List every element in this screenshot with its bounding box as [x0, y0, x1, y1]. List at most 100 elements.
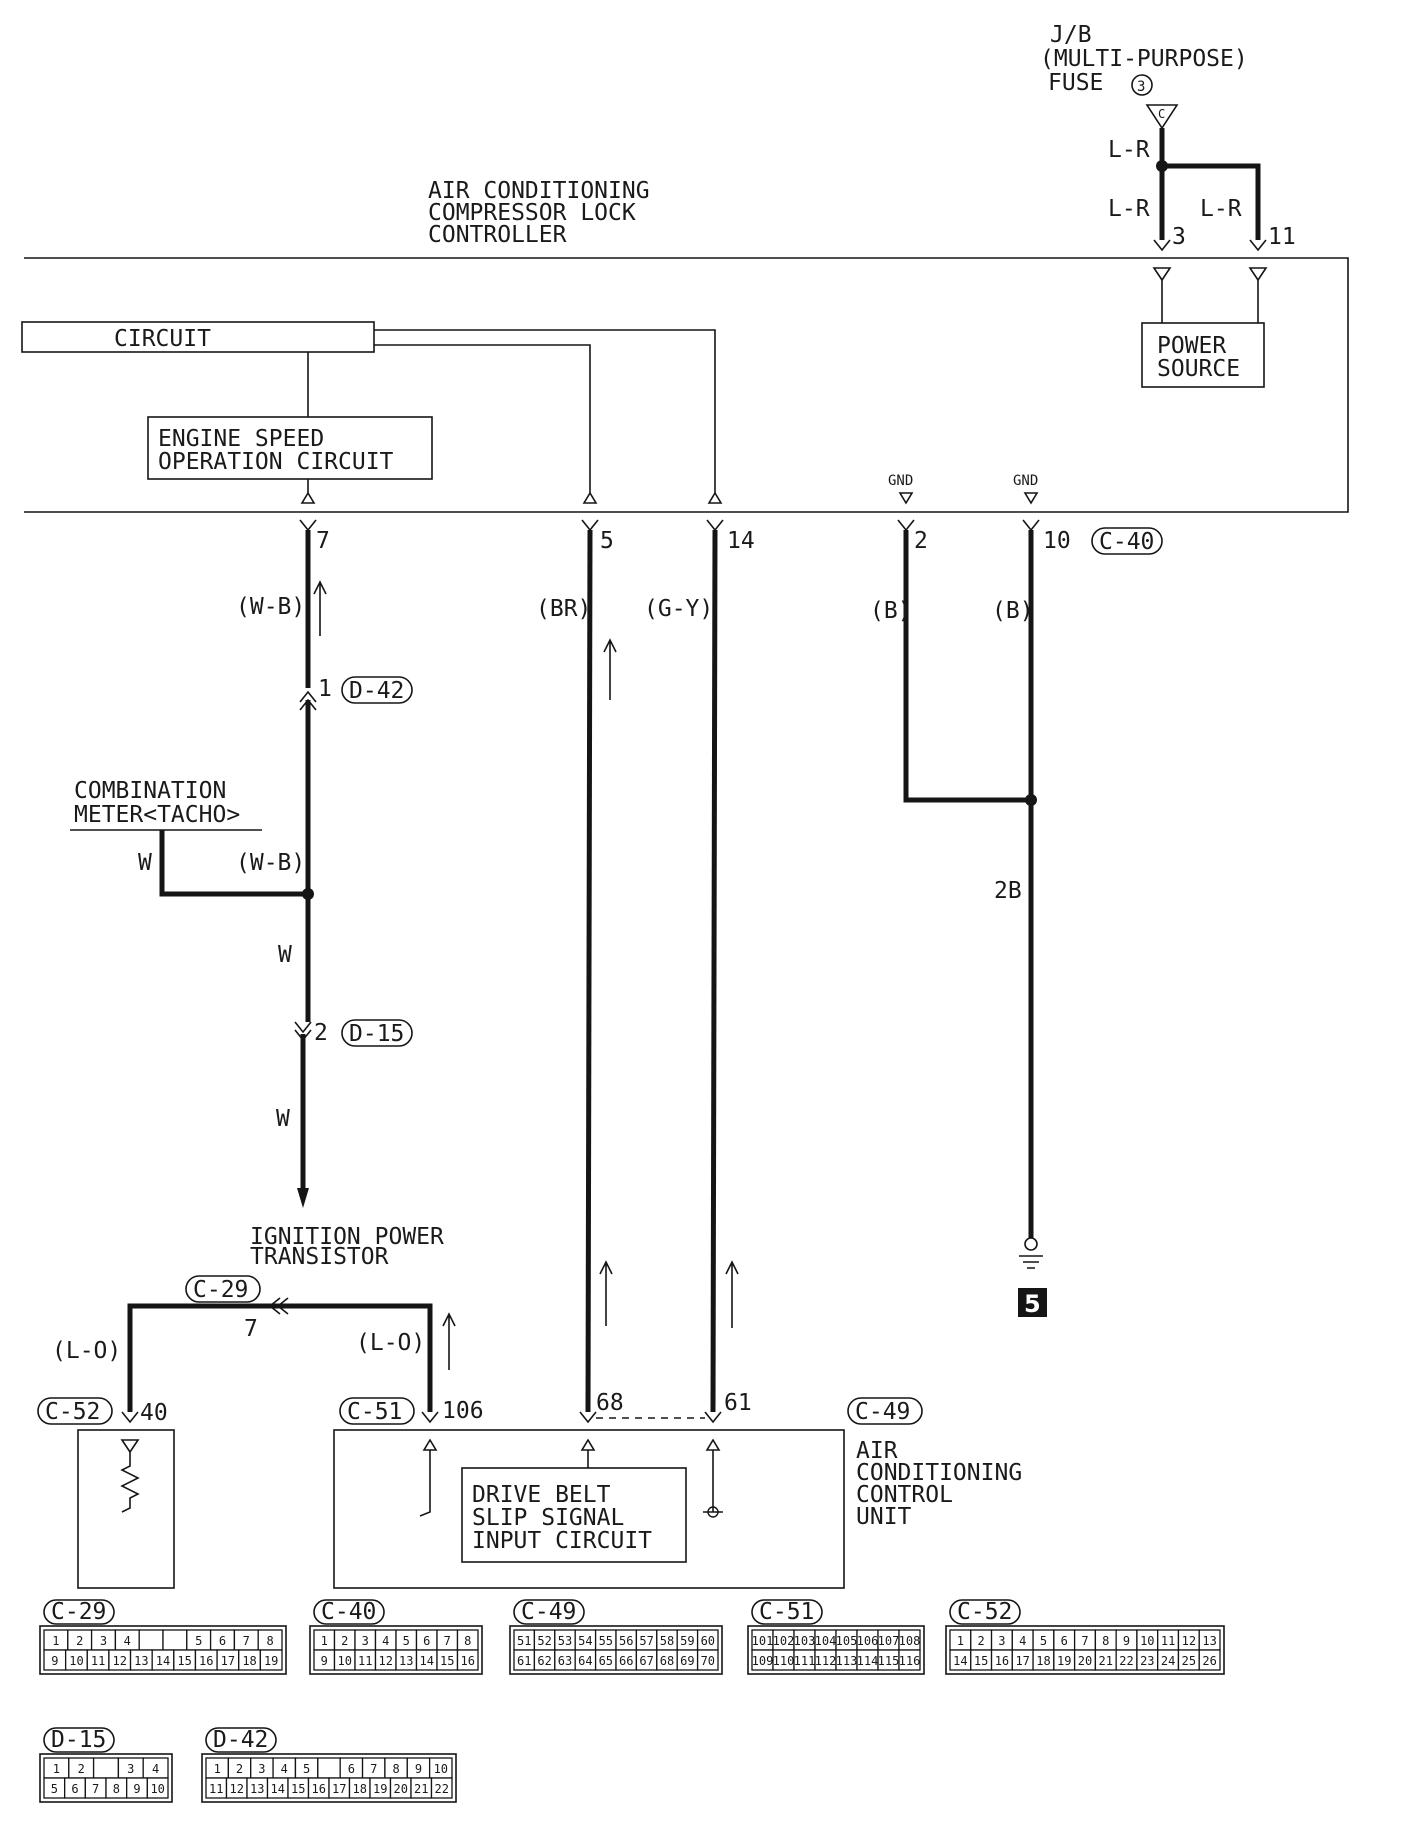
circuit-line-14 [374, 329, 716, 493]
jb-fuse-number: 3 [1137, 79, 1145, 95]
wire-lo [127, 1303, 433, 1412]
ground-ref-number: 5 [1024, 1290, 1041, 1318]
jb-line2: (MULTI-PURPOSE) [1040, 46, 1248, 72]
c40-pin-5 [581, 519, 599, 532]
wire-color-w1: W [138, 850, 152, 876]
c29-connector-mark [268, 1297, 289, 1315]
legend-cell-label: 67 [639, 1654, 653, 1668]
legend-id: C-29 [51, 1599, 106, 1625]
unit-pin-106-lead [419, 1450, 431, 1517]
c51-pin-mark [421, 1411, 439, 1424]
legend-cell-label: 3 [127, 1762, 134, 1776]
legend-cell-label: 16 [995, 1654, 1009, 1668]
legend-cell-label: 2 [236, 1762, 243, 1776]
legend-cell-label: 113 [836, 1654, 858, 1668]
wire-color-wb2: (W-B) [236, 850, 305, 876]
legend-cell-label: 101 [752, 1634, 774, 1648]
junction-dot-combo [302, 888, 314, 900]
legend-cell-label: 9 [415, 1762, 422, 1776]
ac-unit-line4: UNIT [856, 1504, 912, 1530]
legend-cell-label: 109 [752, 1654, 774, 1668]
legend-cell [138, 1629, 164, 1651]
legend-id: D-15 [51, 1727, 106, 1753]
legend-cell [317, 1757, 341, 1779]
flow-arrow-106 [442, 1312, 456, 1370]
legend-cell-label: 56 [619, 1634, 633, 1648]
c52-internal-triangle [120, 1439, 140, 1454]
legend-cell-label: 9 [321, 1654, 328, 1668]
legend-outline [309, 1625, 483, 1675]
legend-cell-label: 4 [124, 1634, 131, 1648]
pin-68-label: 68 [596, 1390, 624, 1416]
legend-cell-label: 5 [303, 1762, 310, 1776]
legend-cell [92, 1757, 120, 1779]
legend-cell-label: 9 [51, 1654, 58, 1668]
power-source-box [1141, 322, 1265, 388]
legend-cell-label: 20 [1078, 1654, 1092, 1668]
circuit-label: CIRCUIT [114, 326, 211, 352]
flow-arrow-14-lower [725, 1260, 739, 1328]
legend-id: C-51 [759, 1599, 814, 1625]
legend-cell-label: 2 [341, 1634, 348, 1648]
legend-cell-label: 104 [815, 1634, 837, 1648]
legend-cell-label: 6 [348, 1762, 355, 1776]
resistor-symbol [120, 1452, 140, 1513]
pin-5-label: 5 [600, 528, 614, 554]
legend-cell [259, 1649, 283, 1671]
engine-speed-line1: ENGINE SPEED [158, 426, 324, 452]
legend-cell-label: 17 [221, 1654, 235, 1668]
legend-cell-label: 10 [338, 1654, 352, 1668]
legend-cell-label: 111 [794, 1654, 816, 1668]
legend-cell-label: 5 [1040, 1634, 1047, 1648]
legend-cell-label: 2 [76, 1634, 83, 1648]
c40-badge [1091, 527, 1163, 555]
legend-cell-label: 23 [1140, 1654, 1154, 1668]
wire-lr-branch [1162, 163, 1261, 240]
legend-cell-label: 7 [92, 1782, 99, 1796]
power-pin-triangle-11 [1248, 267, 1268, 282]
c40-pin-2 [897, 519, 915, 532]
legend-cell-label: 22 [435, 1782, 449, 1796]
ground-symbol [1019, 1237, 1043, 1269]
legend-cell-label: 19 [1057, 1654, 1071, 1668]
legend-cell-label: 13 [1202, 1634, 1216, 1648]
jb-terminal-letter: C [1158, 107, 1165, 121]
legend-cell-label: 18 [1036, 1654, 1050, 1668]
controller-line1: AIR CONDITIONING [428, 178, 650, 204]
legend-outline [747, 1625, 925, 1675]
pin-1-label: 1 [318, 676, 332, 702]
jb-line3: FUSE [1048, 70, 1103, 96]
ignition-line2: TRANSISTOR [250, 1244, 389, 1270]
gnd-label-2: GND [888, 473, 913, 489]
legend-cell-label: 105 [836, 1634, 858, 1648]
engine-speed-box [147, 416, 433, 480]
ac-unit-line1: AIR [856, 1438, 898, 1464]
legend-cell-label: 62 [537, 1654, 551, 1668]
legend-cell-label: 107 [878, 1634, 900, 1648]
legend-cell-label: 11 [209, 1782, 223, 1796]
legend-badge [313, 1599, 385, 1625]
wire-color-w3: W [276, 1106, 290, 1132]
ignition-arrow-head [297, 1188, 309, 1208]
legend-cell-label: 64 [578, 1654, 592, 1668]
legend-cell-label: 15 [177, 1654, 191, 1668]
wire-color-2b: 2B [994, 878, 1022, 904]
legend-cell-label: 14 [420, 1654, 434, 1668]
legend-cell-label: 14 [271, 1782, 285, 1796]
legend-cell-label: 7 [1081, 1634, 1088, 1648]
legend-cell-label: 9 [1123, 1634, 1130, 1648]
c29-badge [185, 1275, 261, 1303]
pin-3-label: 3 [1172, 224, 1186, 250]
pin-61-label: 61 [724, 1390, 752, 1416]
legend-cell-label: 51 [517, 1634, 531, 1648]
legend-cell-label: 53 [558, 1634, 572, 1648]
d15-label: D-15 [349, 1021, 404, 1047]
power-source-leads [1161, 280, 1259, 325]
fuse-number-circle [1131, 74, 1153, 96]
c40-pin-14 [706, 519, 724, 532]
legend-cell-label: 9 [133, 1782, 140, 1796]
